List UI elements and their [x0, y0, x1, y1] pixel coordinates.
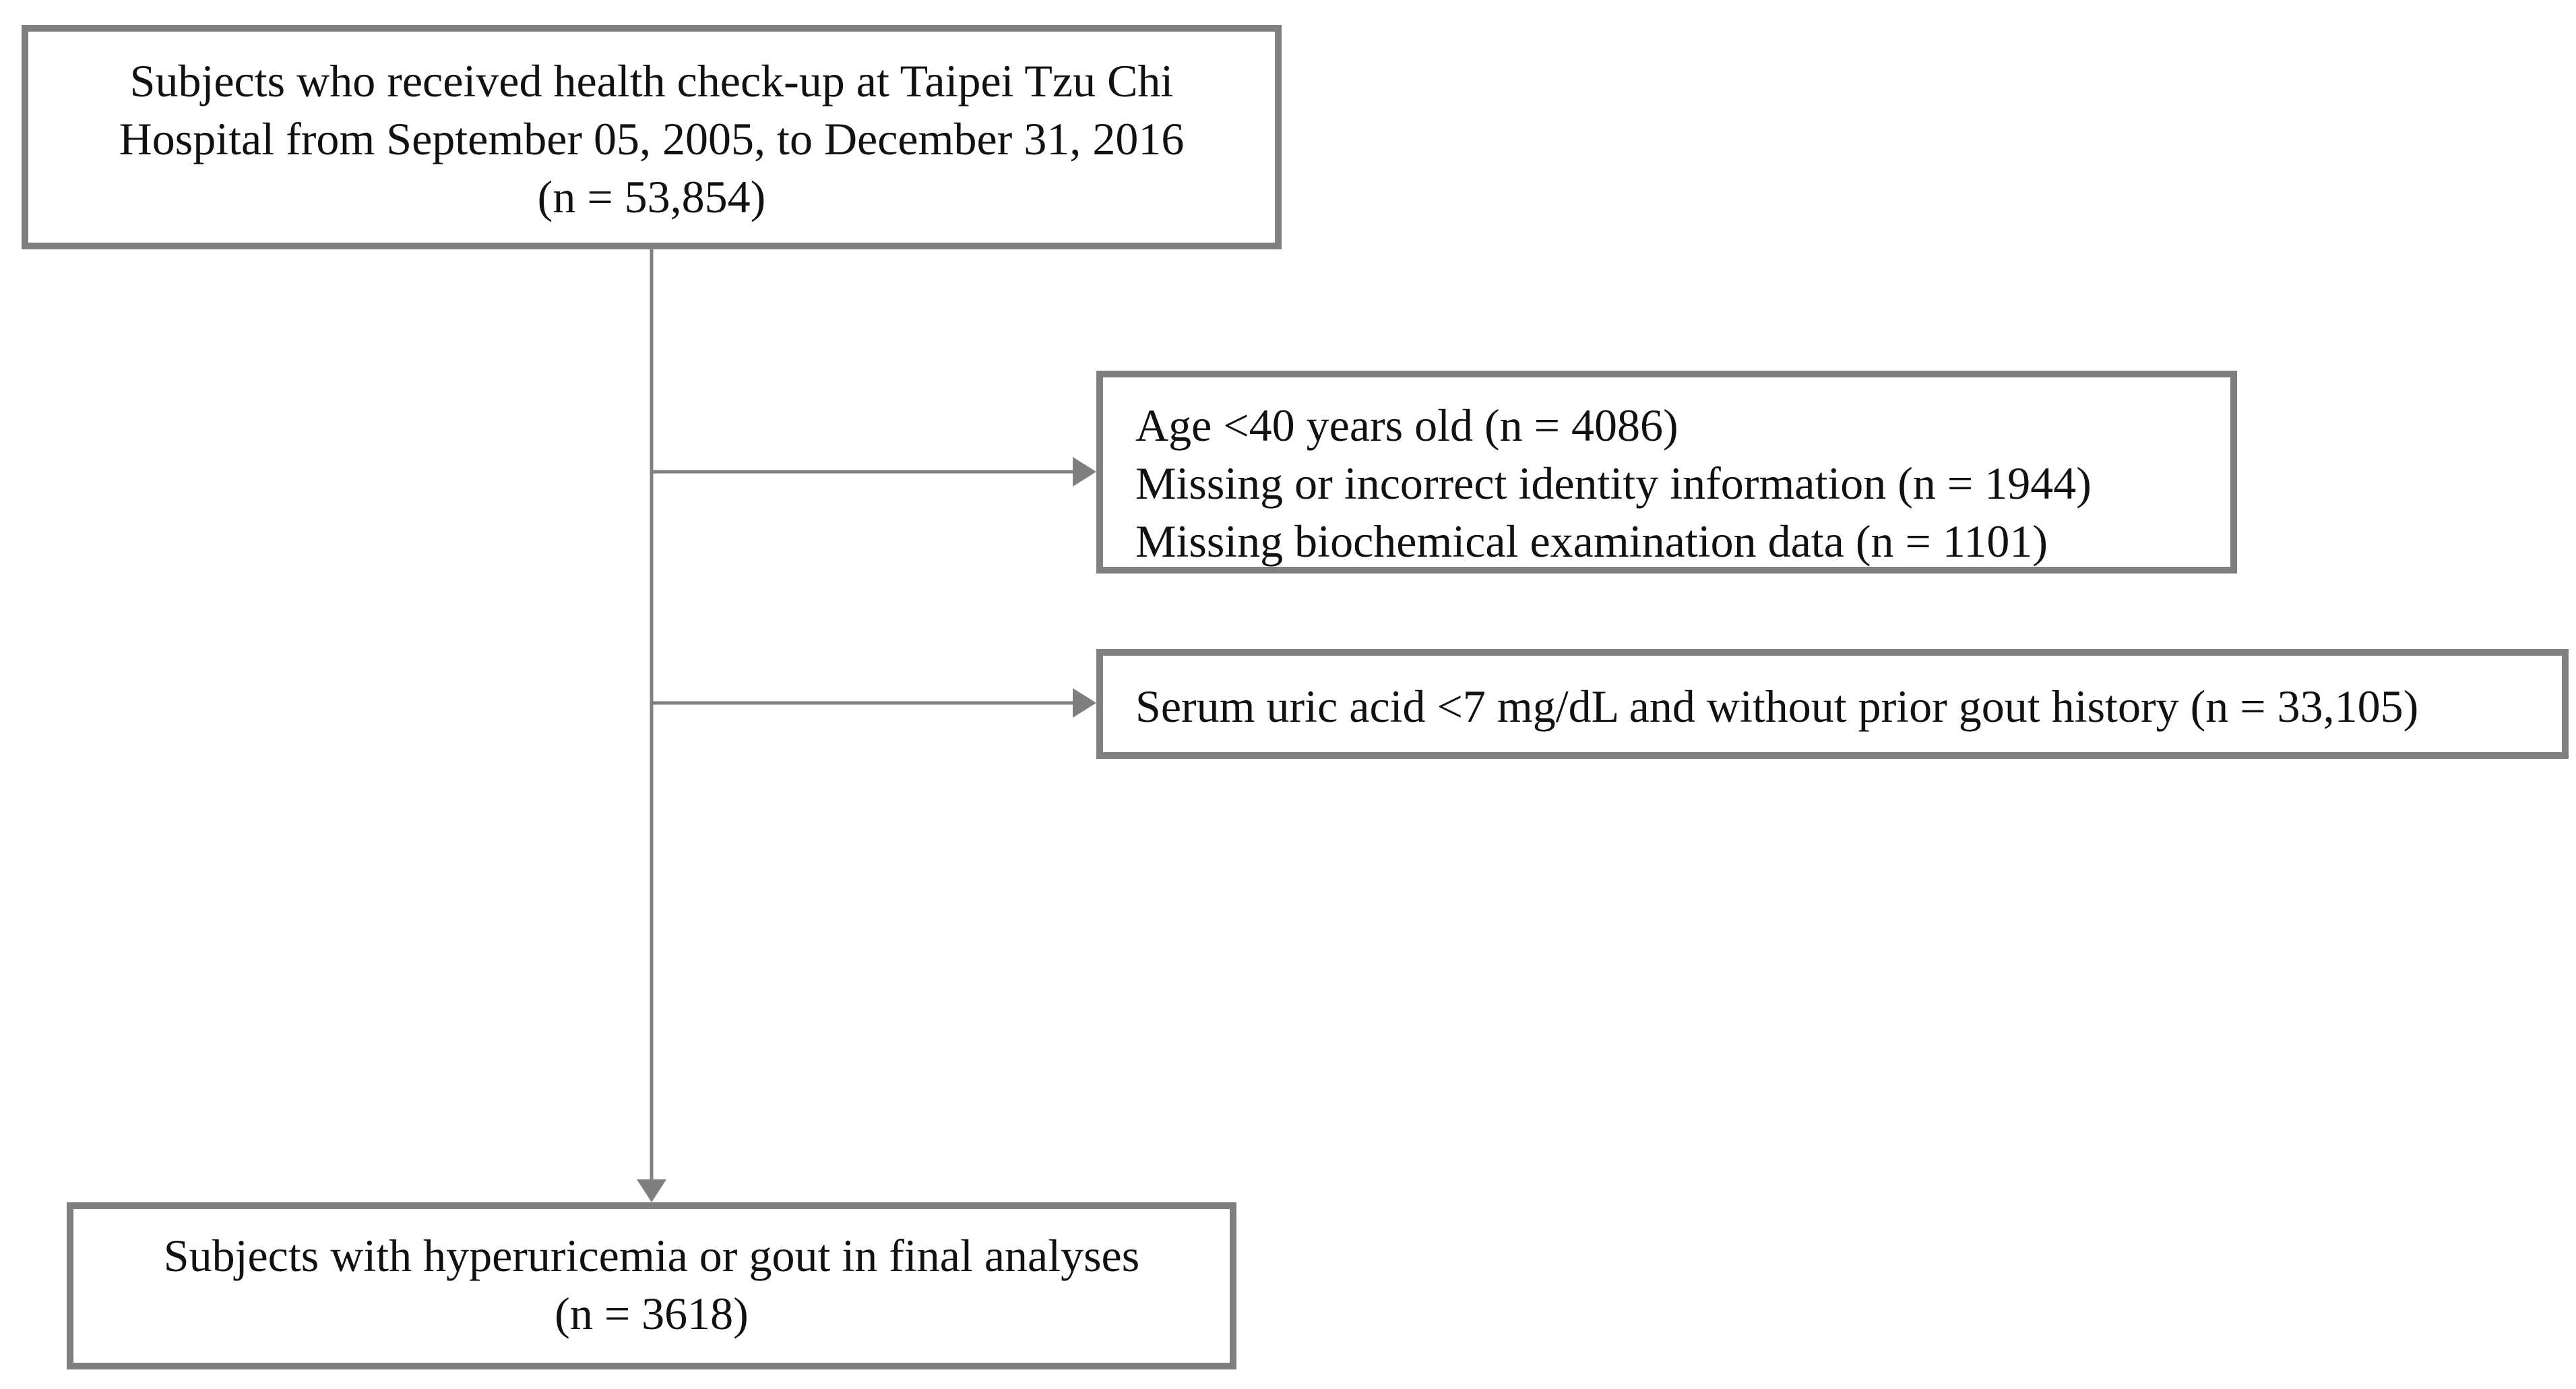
final-box-count: (n = 3618) — [555, 1288, 749, 1339]
arrow-to-exclusion-2 — [1073, 688, 1096, 718]
final-box-line-1: Subjects with hyperuricemia or gout in f… — [163, 1230, 1140, 1281]
exclusion-biochemical: Missing biochemical examination data (n … — [1135, 516, 2048, 567]
arrow-to-exclusion-1 — [1073, 457, 1096, 487]
exclusion-age: Age <40 years old (n = 4086) — [1135, 400, 1678, 451]
final-analysis-box: Subjects with hyperuricemia or gout in f… — [67, 1202, 1236, 1369]
start-box-count: (n = 53,854) — [537, 171, 766, 222]
exclusion-box-2: Serum uric acid <7 mg/dL and without pri… — [1096, 649, 2569, 759]
arrow-to-final-box — [637, 1179, 666, 1202]
start-box-line-2: Hospital from September 05, 2005, to Dec… — [119, 113, 1185, 164]
exclusion-identity: Missing or incorrect identity informatio… — [1135, 458, 2092, 509]
exclusion-uric-acid: Serum uric acid <7 mg/dL and without pri… — [1135, 681, 2419, 732]
exclusion-box-1: Age <40 years old (n = 4086) Missing or … — [1096, 371, 2237, 574]
start-box-line-1: Subjects who received health check-up at… — [129, 55, 1174, 106]
start-population-box: Subjects who received health check-up at… — [22, 25, 1282, 249]
